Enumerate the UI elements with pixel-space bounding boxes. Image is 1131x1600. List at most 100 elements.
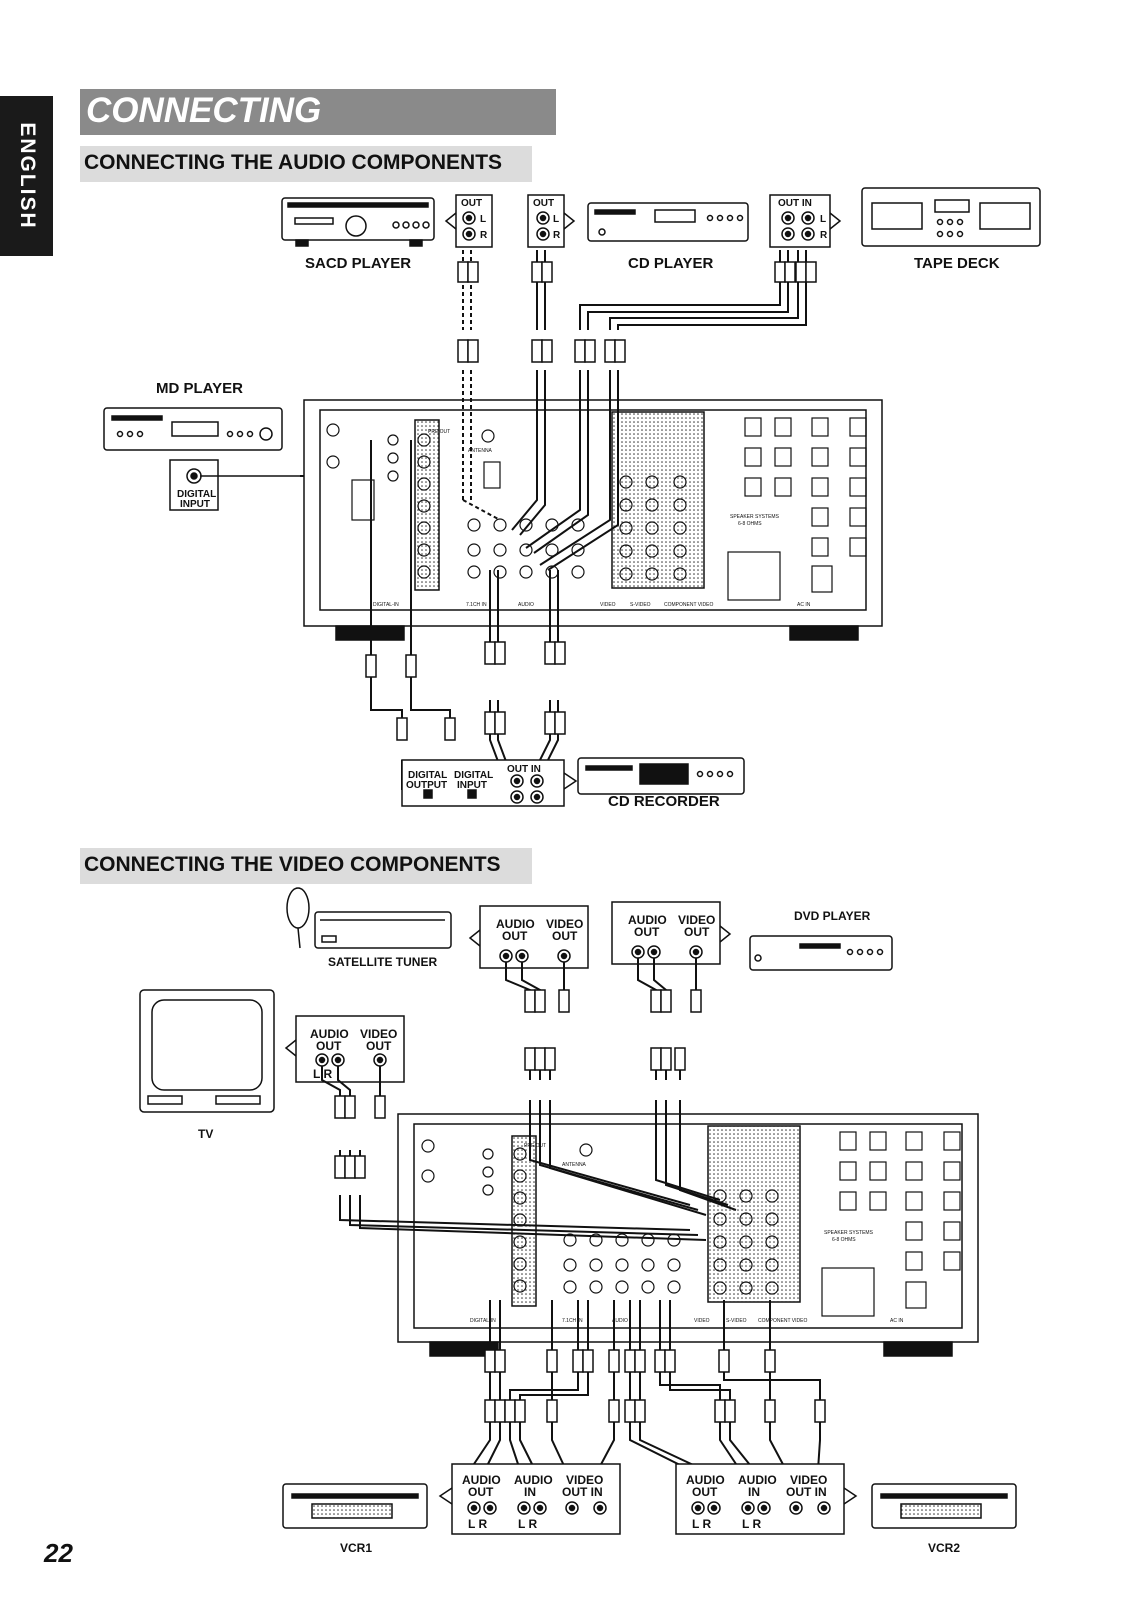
vcr2-video-label: VIDEO <box>790 1473 827 1487</box>
cd-l-label: L <box>553 214 559 225</box>
vcr1-audio-in-label: AUDIO <box>514 1473 553 1487</box>
audio-receiver-panel <box>303 399 883 641</box>
vcr1-device <box>282 1483 428 1529</box>
audio-rx-ch-input: 7.1CH IN <box>466 602 487 608</box>
video-rx-ch-input: 7.1CH IN <box>562 1318 583 1324</box>
tv-audio-out-label: OUT <box>316 1039 342 1053</box>
md-digital-input-line1: DIGITAL <box>177 489 216 500</box>
tv-label: TV <box>198 1127 213 1141</box>
vcr1-jack-box <box>438 1463 621 1535</box>
vcr2-out-label: OUT <box>692 1485 718 1499</box>
sat-audio-label: AUDIO <box>496 917 535 931</box>
video-rx-digital-in: DIGITAL-IN <box>470 1318 496 1324</box>
sat-video-label: VIDEO <box>546 917 583 931</box>
sat-audio-out-label: OUT <box>502 929 528 943</box>
dvd-player-device <box>749 935 893 971</box>
audio-rx-video: VIDEO <box>600 602 616 608</box>
language-tab: ENGLISH <box>0 96 53 256</box>
video-rx-component-video: COMPONENT VIDEO <box>758 1318 807 1324</box>
tv-video-label: VIDEO <box>360 1027 397 1041</box>
vcr1-video-out-in-label: OUT IN <box>562 1485 603 1499</box>
md-digital-input-line2: INPUT <box>180 499 210 510</box>
dvd-audio-out-label: OUT <box>634 925 660 939</box>
audio-rx-component-video: COMPONENT VIDEO <box>664 602 713 608</box>
video-cables <box>321 958 821 1471</box>
audio-rx-speaker-systems: SPEAKER SYSTEMS <box>730 514 780 520</box>
video-rx-s-video: S-VIDEO <box>726 1318 747 1324</box>
video-rx-video: VIDEO <box>694 1318 710 1324</box>
cd-player-device <box>587 202 749 242</box>
vcr2-lr-in-label: L R <box>742 1517 761 1531</box>
cd-r-label: R <box>553 230 561 241</box>
audio-rx-s-video: S-VIDEO <box>630 602 651 608</box>
md-digital-input-box <box>169 459 300 511</box>
md-player-label: MD PLAYER <box>156 380 243 397</box>
page-title-bar: CONNECTING <box>80 89 556 135</box>
audio-section-heading: CONNECTING THE AUDIO COMPONENTS <box>84 151 503 174</box>
video-rx-antenna: ANTENNA <box>562 1162 587 1168</box>
audio-rx-digital-in: DIGITAL-IN <box>373 602 399 608</box>
audio-plug-markers <box>365 261 817 741</box>
vcr2-device <box>871 1483 1017 1529</box>
vcr1-lr-in-label: L R <box>518 1517 537 1531</box>
video-rx-speaker-systems: SPEAKER SYSTEMS <box>824 1230 874 1236</box>
satellite-av-out-box <box>468 905 589 969</box>
sacd-out-label: OUT <box>461 198 482 209</box>
vcr2-lr-out-label: L R <box>692 1517 711 1531</box>
vcr1-label: VCR1 <box>340 1541 372 1555</box>
page-number: 22 <box>44 1538 73 1568</box>
page-title: CONNECTING <box>86 91 322 130</box>
sacd-l-label: L <box>480 214 486 225</box>
cd-out-jack-box <box>527 194 576 248</box>
vcr2-video-out-in-label: OUT IN <box>786 1485 827 1499</box>
audio-rx-ac-in: AC IN <box>797 602 811 608</box>
sacd-r-label: R <box>480 230 488 241</box>
cd-out-label: OUT <box>533 198 554 209</box>
video-rx-audio: AUDIO <box>612 1318 628 1324</box>
dvd-video-label: VIDEO <box>678 913 715 927</box>
vcr2-label: VCR2 <box>928 1541 960 1555</box>
tape-l-label: L <box>820 214 826 225</box>
cdr-digital-output-line1: DIGITAL <box>408 770 447 781</box>
cdr-digital-output-line2: OUTPUT <box>406 780 447 791</box>
audio-rx-ohms: 6-8 OHMS <box>738 521 762 527</box>
sacd-out-jack-box <box>444 194 493 248</box>
dvd-av-out-box <box>611 901 732 965</box>
cdr-digital-input-line1: DIGITAL <box>454 770 493 781</box>
video-rx-ac-in: AC IN <box>890 1318 904 1324</box>
tape-deck-jack-box <box>769 194 842 248</box>
cd-recorder-device <box>577 757 745 795</box>
tape-deck-label: TAPE DECK <box>914 255 1000 272</box>
dvd-player-label: DVD PLAYER <box>794 909 871 923</box>
dvd-audio-label: AUDIO <box>628 913 667 927</box>
vcr1-lr-out-label: L R <box>468 1517 487 1531</box>
audio-rx-pre-out: PRE OUT <box>428 429 450 435</box>
vcr1-in-label: IN <box>524 1485 536 1499</box>
cdr-digital-input-line2: INPUT <box>457 780 487 791</box>
md-player-device <box>103 407 283 451</box>
vcr1-video-label: VIDEO <box>566 1473 603 1487</box>
video-section-heading-bar: CONNECTING THE VIDEO COMPONENTS <box>80 848 532 884</box>
sacd-player-device <box>281 197 435 247</box>
cdr-out-in-label: OUT IN <box>507 764 541 775</box>
video-rx-ohms: 6-8 OHMS <box>832 1237 856 1243</box>
video-rx-pre-out: PRE OUT <box>524 1143 546 1149</box>
vcr2-audio-in-label: AUDIO <box>738 1473 777 1487</box>
vcr2-audio-out-label: AUDIO <box>686 1473 725 1487</box>
sat-video-out-label: OUT <box>552 929 578 943</box>
tv-video-out-label: OUT <box>366 1039 392 1053</box>
video-plug-markers <box>334 989 826 1423</box>
sacd-player-label: SACD PLAYER <box>305 255 411 272</box>
tape-deck-device <box>861 187 1041 247</box>
cd-player-label: CD PLAYER <box>628 255 713 272</box>
tv-device <box>139 989 275 1113</box>
tv-av-out-box <box>284 1015 405 1083</box>
vcr2-in-label: IN <box>748 1485 760 1499</box>
tv-audio-label: AUDIO <box>310 1027 349 1041</box>
audio-section-heading-bar: CONNECTING THE AUDIO COMPONENTS <box>80 146 532 182</box>
tape-out-in-label: OUT IN <box>778 198 812 209</box>
video-receiver-panel <box>397 1113 979 1357</box>
dvd-video-out-label: OUT <box>684 925 710 939</box>
audio-rx-audio: AUDIO <box>518 602 534 608</box>
